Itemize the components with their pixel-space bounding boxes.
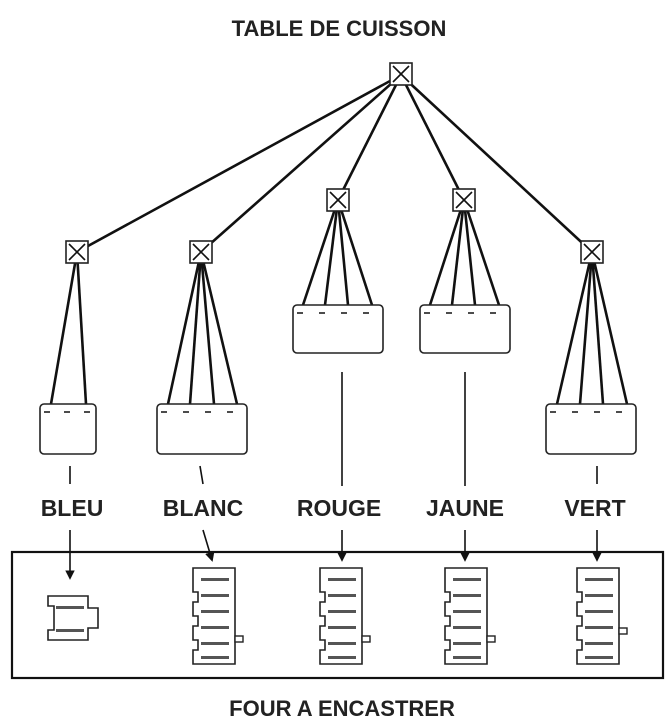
- oven-terminals: [47, 567, 628, 665]
- wire-label-bleu: BLEU: [41, 495, 104, 521]
- fan-lines: [49, 199, 629, 405]
- plug-vert: [545, 403, 637, 455]
- plug-jaune: [419, 304, 511, 354]
- terminal-rouge: [319, 567, 371, 665]
- plug-tails: [69, 372, 598, 486]
- terminal-blanc: [192, 567, 244, 665]
- junction-node-blanc: [189, 240, 213, 264]
- arrows: [65, 529, 602, 580]
- junction-node-vert: [580, 240, 604, 264]
- terminal-jaune: [444, 567, 496, 665]
- plug-blanc: [156, 403, 248, 455]
- plug-bleu: [39, 403, 97, 455]
- junction-nodes: [65, 62, 604, 264]
- junction-node-jaune: [452, 188, 476, 212]
- junction-node-top: [389, 62, 413, 86]
- diagram-title: TABLE DE CUISSON: [232, 16, 447, 41]
- plug-connectors: [39, 304, 637, 455]
- junction-node-bleu: [65, 240, 89, 264]
- terminal-vert: [576, 567, 628, 665]
- wire-labels: BLEU BLANC ROUGE JAUNE VERT: [41, 495, 626, 521]
- terminal-bleu: [47, 595, 99, 641]
- junction-node-rouge: [326, 188, 350, 212]
- oven-label: FOUR A ENCASTRER: [229, 696, 455, 721]
- oven-box: [10, 550, 665, 680]
- wire-label-rouge: ROUGE: [297, 495, 381, 521]
- wire-label-jaune: JAUNE: [426, 495, 504, 521]
- wire-label-vert: VERT: [564, 495, 625, 521]
- main-branches: [76, 73, 593, 254]
- plug-rouge: [292, 304, 384, 354]
- wire-label-blanc: BLANC: [163, 495, 244, 521]
